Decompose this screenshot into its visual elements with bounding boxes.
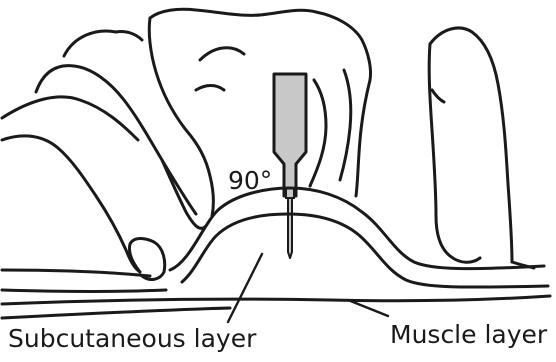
- syringe: [274, 74, 306, 258]
- angle-label: 90°: [228, 168, 272, 193]
- syringe-barrel: [274, 74, 306, 196]
- muscle-layer-label: Muscle layer: [390, 322, 547, 347]
- right-hand: [429, 28, 534, 268]
- layer-left: [2, 290, 166, 292]
- muscle-line-1: [2, 296, 550, 304]
- skin-left: [2, 270, 150, 276]
- subcutaneous-boundary: [182, 214, 548, 287]
- muscle-line-2: [2, 308, 230, 318]
- subq-pointer: [228, 254, 262, 322]
- subcutaneous-layer-label: Subcutaneous layer: [8, 326, 256, 351]
- needle: [288, 198, 292, 258]
- left-hand: [2, 31, 206, 279]
- muscle-pointer: [348, 300, 388, 316]
